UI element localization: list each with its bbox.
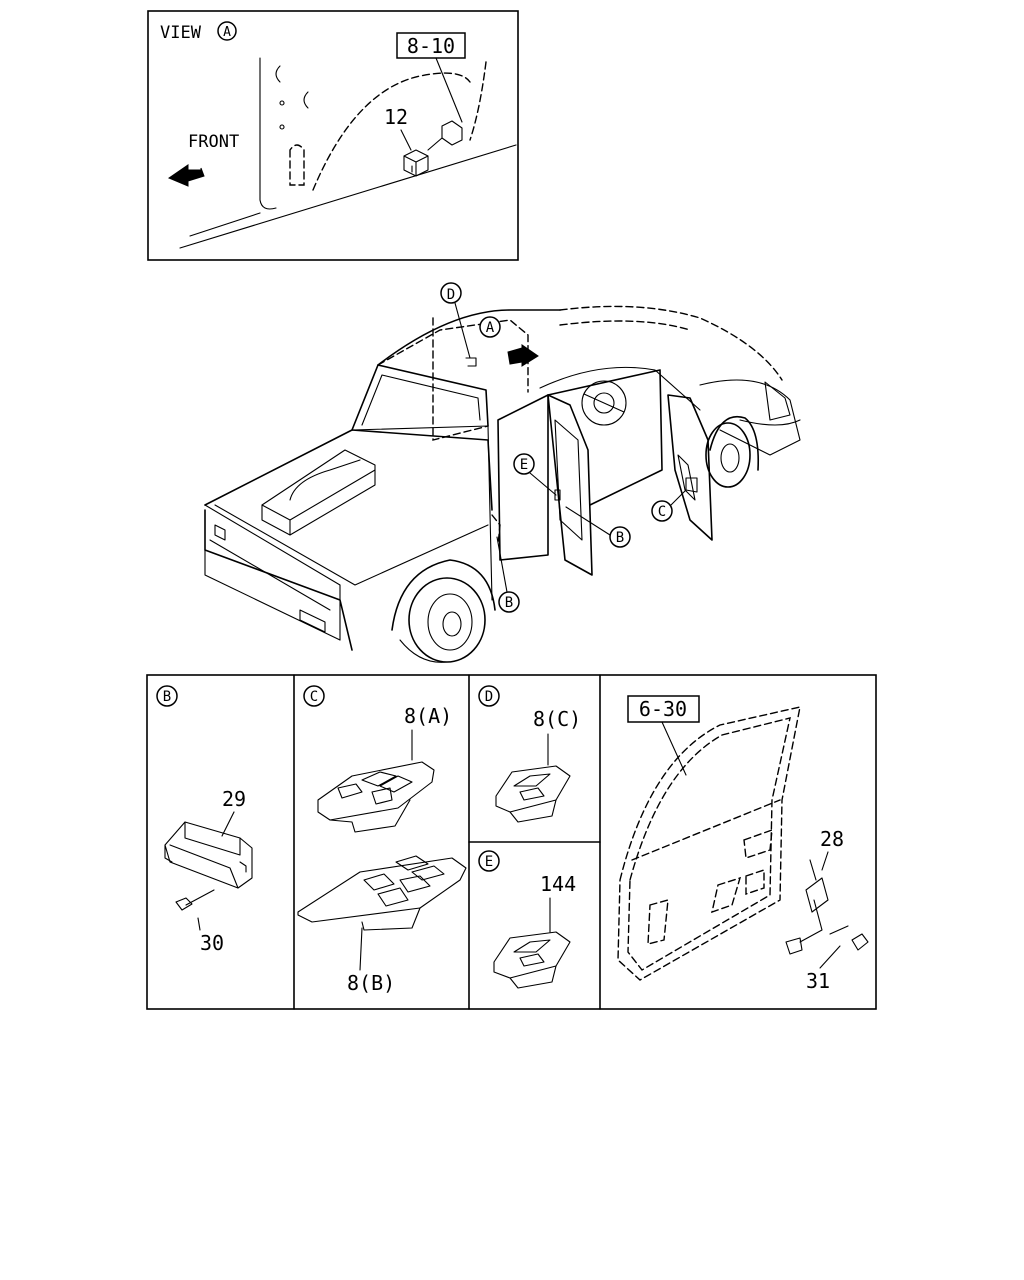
detail-c-marker: C	[310, 689, 318, 705]
part-30-label: 30	[200, 931, 224, 955]
detail-e-marker: E	[485, 854, 493, 870]
detail-d: D 8(C)	[478, 685, 581, 823]
part-29-label: 29	[222, 787, 246, 811]
ref-box-8-10	[396, 32, 466, 59]
ref-box-8-10-label: 8-10	[407, 34, 455, 58]
detail-b: B 29 30	[156, 685, 253, 955]
callout-a-label: A	[486, 320, 495, 336]
callout-b-body-label: B	[505, 595, 513, 611]
part-28-label: 28	[820, 827, 844, 851]
detail-panels: B 29 30 C 8(A) 8(B)	[146, 674, 877, 1010]
callout-a: A	[479, 316, 539, 367]
callout-d: D	[440, 282, 477, 367]
callout-c-label: C	[658, 504, 666, 520]
part-12-label: 12	[384, 105, 408, 129]
view-a-marker: A	[223, 25, 231, 40]
part-144-label: 144	[540, 872, 576, 896]
view-a-title: VIEW	[160, 23, 202, 43]
detail-e: E 144	[478, 850, 576, 989]
detail-c: C 8(A) 8(B)	[297, 685, 467, 995]
part-31-label: 31	[806, 969, 830, 993]
ref-box-6-30	[627, 695, 700, 723]
callout-b-door-label: B	[616, 530, 624, 546]
callout-d-label: D	[447, 287, 455, 303]
callout-b-body: B	[496, 536, 520, 613]
front-label: FRONT	[188, 132, 239, 152]
view-a-panel: VIEW A FRONT 8-10 12	[147, 10, 519, 261]
callout-e: E	[513, 453, 557, 496]
detail-door: 6-30 28 31	[617, 695, 869, 993]
part-8c-label: 8(C)	[533, 707, 581, 731]
vehicle-view: D A E B C B	[204, 282, 801, 663]
callout-b-door: B	[565, 506, 631, 548]
callout-e-label: E	[520, 457, 528, 473]
ref-box-6-30-label: 6-30	[639, 697, 687, 721]
part-8a-label: 8(A)	[404, 704, 452, 728]
callout-c: C	[651, 489, 687, 522]
part-8b-label: 8(B)	[347, 971, 395, 995]
detail-d-marker: D	[485, 689, 493, 705]
detail-b-marker: B	[163, 689, 171, 705]
